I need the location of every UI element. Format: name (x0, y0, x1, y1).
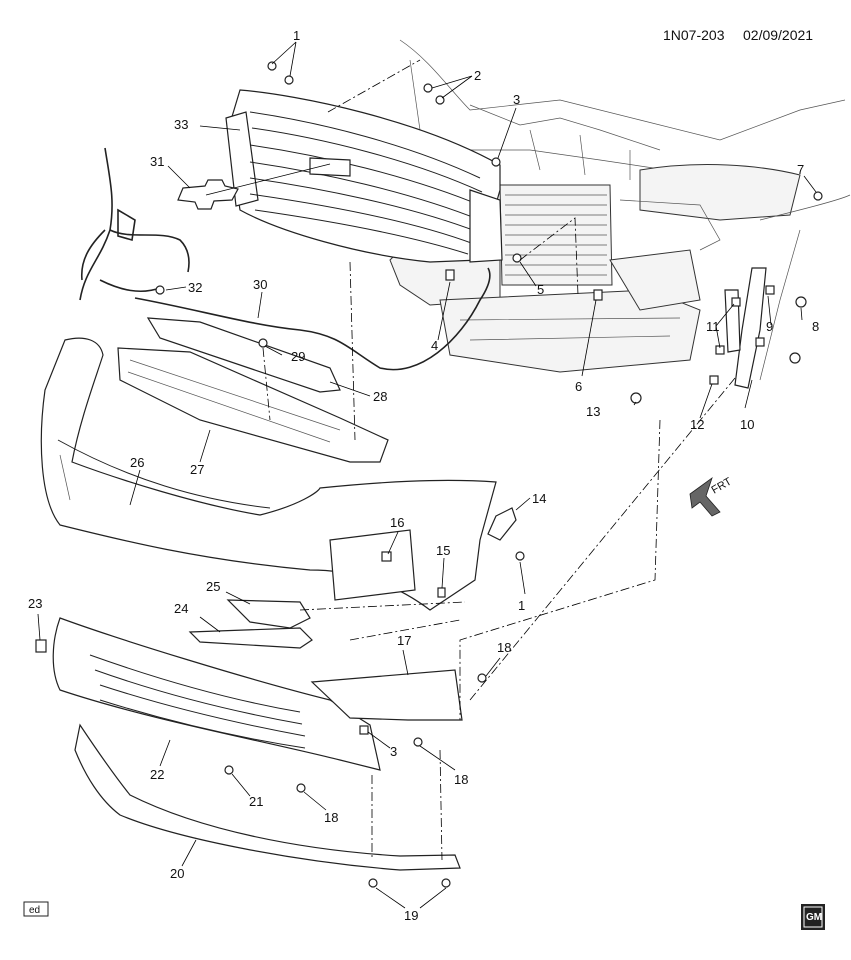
callout-19: 19 (404, 908, 418, 923)
callout-numbers: 1 2 3 33 31 7 5 32 30 8 9 11 4 29 6 28 1… (28, 28, 819, 923)
air-deflector (146, 317, 341, 393)
front-fascia (40, 337, 497, 611)
callout-31: 31 (150, 154, 164, 169)
lower-trim-panel (310, 669, 463, 721)
callout-11: 11 (706, 319, 720, 334)
bolt-18a (477, 673, 487, 683)
callout-14: 14 (532, 491, 546, 506)
callout-3-lower: 3 (390, 744, 397, 759)
clip-16 (381, 551, 392, 562)
pin-29 (258, 338, 268, 348)
callout-29: 29 (291, 349, 305, 364)
side-molding (487, 507, 517, 541)
callout-22: 22 (150, 767, 164, 782)
clip-11a (731, 297, 741, 307)
callout-30: 30 (253, 277, 267, 292)
callout-18-low: 18 (324, 810, 338, 825)
callout-17: 17 (397, 633, 411, 648)
callout-2: 2 (474, 68, 481, 83)
callout-15: 15 (436, 543, 450, 558)
callout-12: 12 (690, 417, 704, 432)
callout-16: 16 (390, 515, 404, 530)
bolt-19b (441, 878, 451, 888)
callout-1-lower: 1 (518, 598, 525, 613)
callout-18-right: 18 (497, 640, 511, 655)
callout-4: 4 (431, 338, 438, 353)
nut-3 (491, 157, 501, 167)
gm-logo-text: GM (806, 912, 822, 923)
clip-6 (593, 289, 603, 301)
callout-25: 25 (206, 579, 220, 594)
lower-fascia (52, 617, 381, 771)
nut-9a (765, 285, 775, 295)
direction-label: FRT (710, 475, 735, 496)
wiring-harness (79, 147, 190, 301)
fascia-trim-strip (188, 627, 313, 649)
grille-assembly (225, 89, 503, 263)
gm-logo: GM (801, 904, 825, 930)
grille-emblem-mount (309, 157, 351, 177)
diagram-header: 1N07-203 02/09/2021 (663, 27, 813, 43)
skid-plate (74, 723, 461, 871)
callout-26: 26 (130, 455, 144, 470)
callout-5: 5 (537, 282, 544, 297)
ed-badge: ed (23, 901, 49, 917)
callout-10: 10 (740, 417, 754, 432)
diagram-date: 02/09/2021 (743, 27, 813, 43)
callout-3-top: 3 (513, 92, 520, 107)
bolt-1 (515, 551, 525, 561)
connector-32 (155, 285, 165, 295)
ed-label: ed (29, 905, 40, 916)
callout-13: 13 (586, 404, 600, 419)
fasteners (35, 61, 823, 888)
diagram-code: 1N07-203 (663, 27, 725, 43)
nut-3b (359, 725, 369, 735)
bolt-18b (413, 737, 423, 747)
callout-27: 27 (190, 462, 204, 477)
callout-23: 23 (28, 596, 42, 611)
callout-1-top: 1 (293, 28, 300, 43)
clip-5 (512, 253, 522, 263)
fascia-bracket (734, 267, 767, 389)
clip-12 (709, 375, 719, 385)
callout-32: 32 (188, 280, 202, 295)
callout-18-mid: 18 (454, 772, 468, 787)
screw-top-left (267, 61, 277, 71)
fascia-lamp-opening (329, 529, 416, 601)
bolt-7 (813, 191, 823, 201)
callout-9: 9 (766, 319, 773, 334)
reference-lines (262, 59, 736, 861)
callout-7: 7 (797, 162, 804, 177)
fog-lamp-bezel (226, 599, 311, 629)
bolt-19a (368, 878, 378, 888)
callout-8: 8 (812, 319, 819, 334)
clip-a (423, 83, 433, 93)
bolt-18c (296, 783, 306, 793)
lower-grille-support (117, 347, 389, 463)
nut-13 (630, 392, 642, 404)
headlamp-outline (639, 164, 801, 221)
bolt-15 (437, 587, 446, 598)
cap-23 (35, 639, 47, 653)
callout-20: 20 (170, 866, 184, 881)
leader-lines (37, 41, 817, 909)
nut-9b (755, 337, 765, 347)
callout-28: 28 (373, 389, 387, 404)
grille-right-bracket (469, 189, 503, 263)
washer-8b (789, 352, 801, 364)
washer-8a (795, 296, 807, 308)
clip-4 (445, 269, 455, 281)
callout-21: 21 (249, 794, 263, 809)
callout-6: 6 (575, 379, 582, 394)
front-direction-arrow: FRT (689, 475, 735, 517)
bolt-21 (224, 765, 234, 775)
callout-33: 33 (174, 117, 188, 132)
right-bracket (609, 249, 701, 311)
callout-24: 24 (174, 601, 188, 616)
grille-side-bracket (225, 111, 259, 207)
screw-top-right (284, 75, 294, 85)
sensor-harness (134, 267, 491, 371)
